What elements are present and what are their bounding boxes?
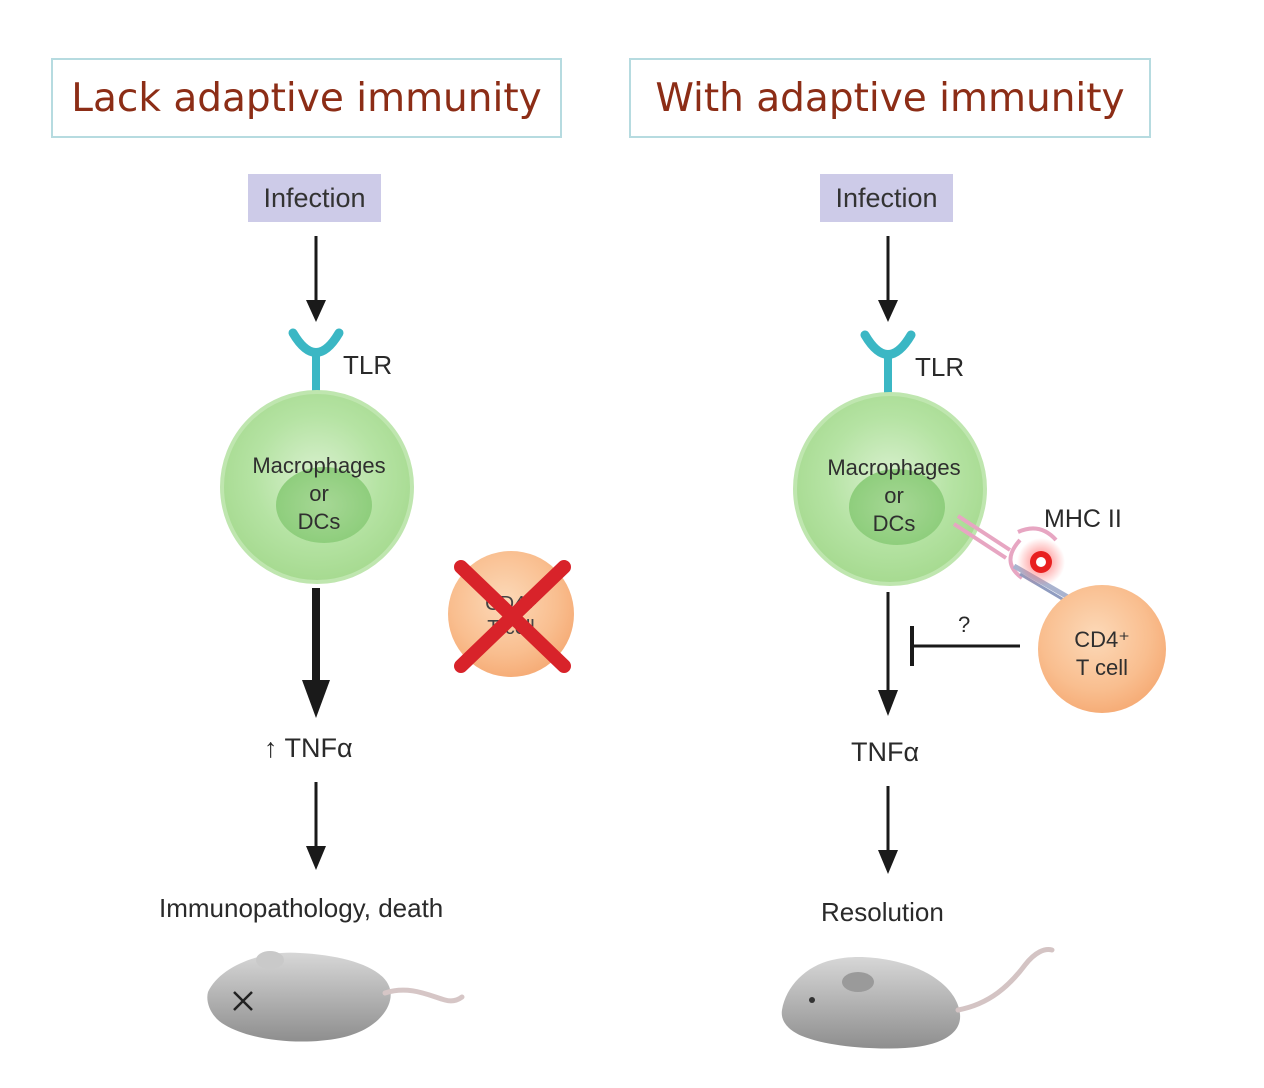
left-infection-box: Infection bbox=[248, 174, 381, 222]
right-tnf-label: TNFα bbox=[851, 737, 920, 767]
right-panel-title: With adaptive immunity bbox=[629, 58, 1151, 138]
inhibition-bar bbox=[910, 626, 1020, 666]
inhibition-question-mark: ? bbox=[958, 612, 971, 637]
left-panel-title: Lack adaptive immunity bbox=[51, 58, 562, 138]
left-infection-arrow bbox=[306, 236, 326, 322]
left-tlr-label: TLR bbox=[343, 350, 393, 380]
mhc-ii-receptor bbox=[952, 514, 1058, 580]
left-outcome-label: Immunopathology, death bbox=[159, 893, 444, 923]
left-macrophage-cell bbox=[220, 390, 414, 584]
right-infection-box: Infection bbox=[820, 174, 953, 222]
right-mouse-alive-icon bbox=[781, 947, 1055, 1049]
right-tnf-arrow bbox=[878, 786, 898, 874]
right-macrophage-cell bbox=[793, 392, 987, 586]
right-cell-label: Macrophages or DCs bbox=[804, 454, 984, 538]
left-cell-line3: DCs bbox=[297, 509, 341, 534]
right-cell-line2: or bbox=[884, 483, 904, 508]
left-mouse-dead-icon bbox=[207, 951, 465, 1042]
cross-mark-icon bbox=[454, 560, 571, 673]
tcell-line1: CD4⁺ bbox=[1074, 627, 1130, 652]
left-tnf-label: ↑ TNFα bbox=[264, 733, 353, 763]
right-outcome-label: Resolution bbox=[821, 897, 944, 927]
right-cell-line1: Macrophages bbox=[827, 455, 961, 480]
mhc-ii-label: MHC II bbox=[1044, 505, 1122, 533]
tcell-line2: T cell bbox=[1075, 655, 1129, 680]
antigen-peptide-icon bbox=[1017, 538, 1065, 586]
tcell-label: CD4⁺ T cell bbox=[1012, 626, 1192, 682]
right-tcell bbox=[1038, 585, 1166, 713]
right-main-arrow bbox=[878, 592, 898, 716]
right-cell-line3: DCs bbox=[872, 511, 916, 536]
left-thick-arrow bbox=[302, 588, 330, 718]
left-cell-line2: or bbox=[309, 481, 329, 506]
right-infection-arrow bbox=[878, 236, 898, 322]
right-tlr-label: TLR bbox=[915, 352, 965, 382]
left-cell-line1: Macrophages bbox=[252, 453, 386, 478]
left-cell-label: Macrophages or DCs bbox=[229, 452, 409, 536]
left-tnf-arrow bbox=[306, 782, 326, 870]
